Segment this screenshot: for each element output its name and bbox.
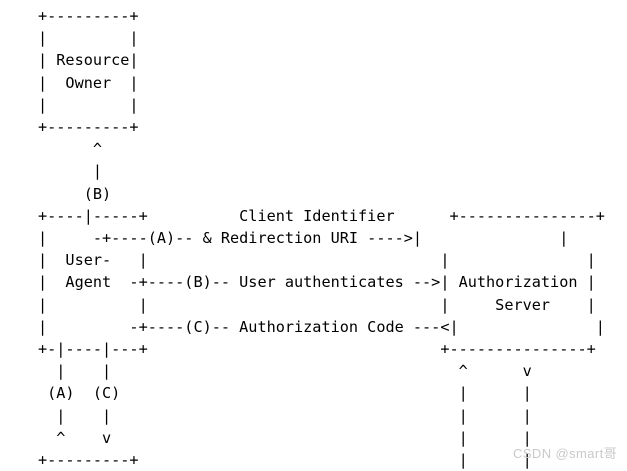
oauth-authorization-code-flow-ascii-diagram: +---------+ | | | Resource| | Owner | | … [38, 7, 605, 470]
csdn-watermark: CSDN @smart哥 [513, 446, 617, 461]
